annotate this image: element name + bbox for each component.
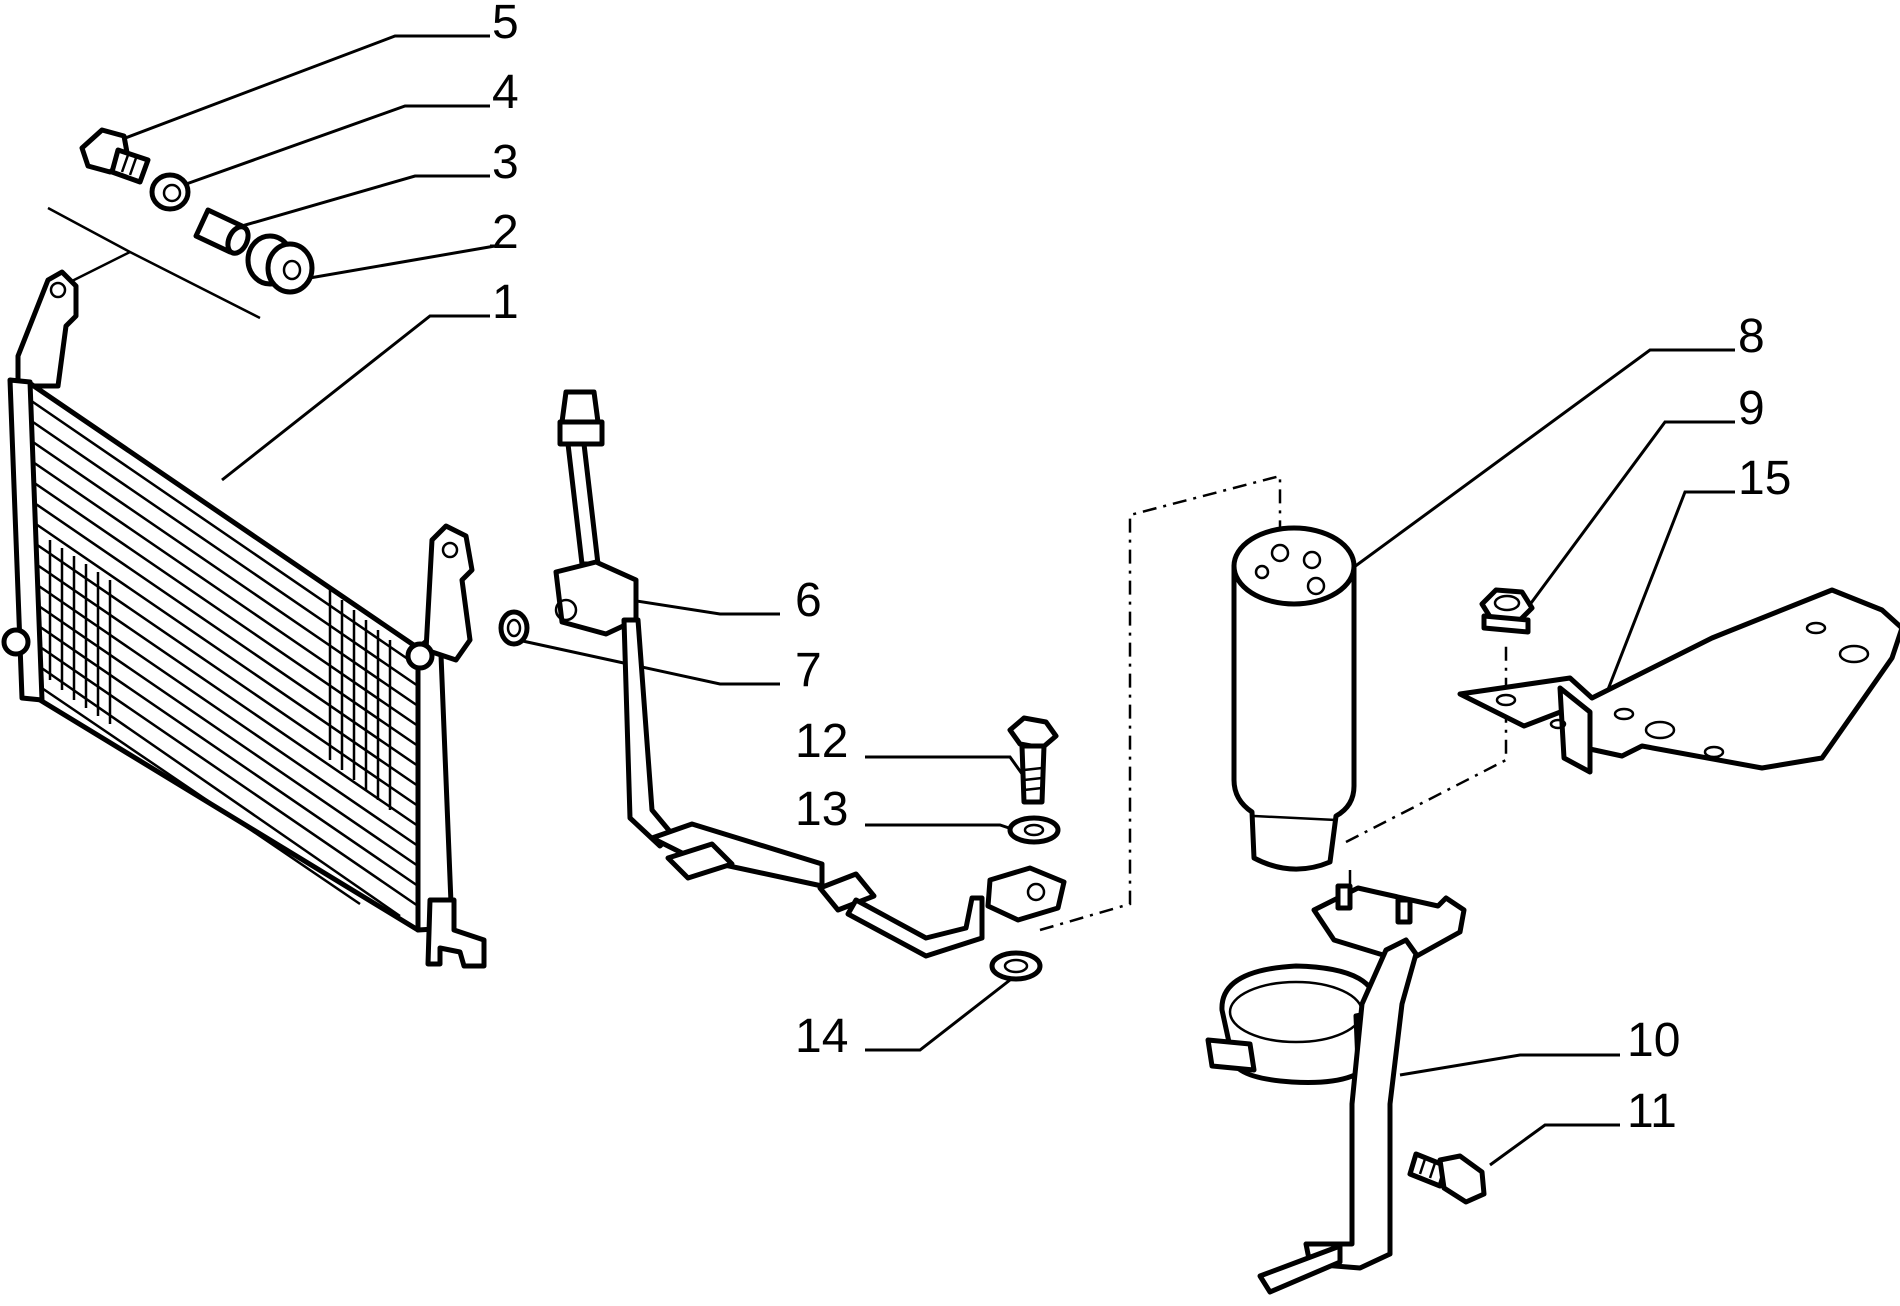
mount-reference-line-2 <box>69 250 131 284</box>
leader-10 <box>1399 1053 1620 1077</box>
callout-6: 6 <box>795 574 822 627</box>
callout-8: 8 <box>1738 310 1765 363</box>
callout-12: 12 <box>795 715 848 768</box>
condenser-fins <box>29 398 419 918</box>
leader-15 <box>1598 490 1735 711</box>
leader-14 <box>865 978 1011 1052</box>
grommet-part-2 <box>245 233 315 295</box>
leader-11 <box>1489 1123 1620 1167</box>
o-ring-part-7 <box>498 609 530 647</box>
refrigerant-pipe-part-6 <box>553 389 1067 959</box>
seal-part-14 <box>989 950 1043 982</box>
callout-4: 4 <box>492 66 519 119</box>
bolt-part-5 <box>79 127 151 185</box>
callout-9: 9 <box>1738 382 1765 435</box>
leader-7 <box>517 638 780 686</box>
leader-8 <box>1349 348 1735 572</box>
callout-numbers: 5 4 3 2 1 8 9 15 6 7 12 13 14 10 11 <box>492 0 1791 1138</box>
bolt-part-11 <box>1407 1151 1487 1205</box>
leader-4 <box>174 104 490 190</box>
bolt-part-12 <box>1007 715 1059 805</box>
leader-9 <box>1518 420 1735 619</box>
condenser-part-1 <box>1 269 487 969</box>
leader-lines <box>47 34 1735 1167</box>
receiver-drier-part-8 <box>1231 525 1357 872</box>
leader-1 <box>221 314 490 482</box>
callout-7: 7 <box>795 644 822 697</box>
spacer-part-3 <box>193 207 251 256</box>
leader-5 <box>119 34 490 142</box>
callout-1: 1 <box>492 276 519 329</box>
leader-12 <box>865 755 1032 786</box>
nut-part-9 <box>1479 587 1535 635</box>
washer-part-4 <box>149 172 191 212</box>
callout-11: 11 <box>1627 1085 1677 1138</box>
mounting-bracket-part-15 <box>1457 587 1900 775</box>
leader-13 <box>865 823 1016 832</box>
washer-part-13 <box>1007 815 1061 845</box>
assembly-line-drier-to-bracket <box>1345 640 1508 844</box>
drier-holder-part-10 <box>1205 883 1467 1295</box>
callout-2: 2 <box>492 206 519 259</box>
callout-5: 5 <box>492 0 519 49</box>
leader-3 <box>234 174 490 230</box>
callout-10: 10 <box>1627 1014 1680 1067</box>
condenser-shading <box>48 540 392 810</box>
callout-13: 13 <box>795 783 848 836</box>
leader-6 <box>629 598 780 616</box>
callout-3: 3 <box>492 136 519 189</box>
assembly-line-pipe-to-drier <box>1039 474 1282 932</box>
leader-2 <box>297 244 496 282</box>
callout-15: 15 <box>1738 452 1791 505</box>
callout-14: 14 <box>795 1010 848 1063</box>
